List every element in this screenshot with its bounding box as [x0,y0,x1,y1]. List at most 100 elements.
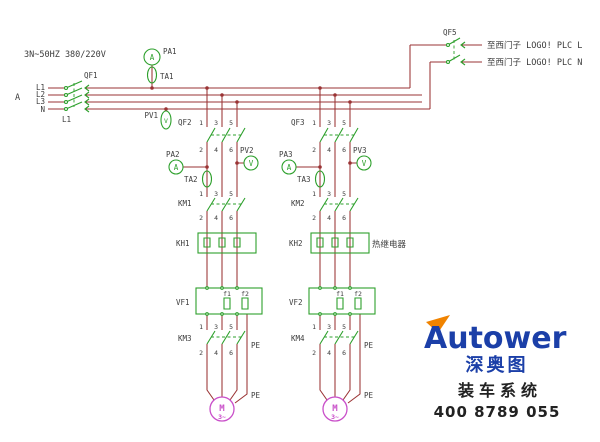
terminal-number: 6 [342,349,346,357]
plc-line-l-label: 至西门子 LOGO! PLC L [487,40,582,51]
ammeter-pa2-symbol [168,159,184,175]
terminal-number: 2 [312,146,316,154]
terminal-number: 2 [312,214,316,222]
pv2-symbol-letter: V [249,159,254,168]
terminal-number: 2 [199,349,203,357]
bus-mark-label: A [15,93,20,103]
phase-label-l3: L3 [36,97,45,106]
terminal-number: 1 [199,190,203,198]
terminal-number: 6 [342,214,346,222]
terminal-number: 4 [327,214,331,222]
terminal-number: 2 [199,214,203,222]
ct-ta2-symbol [201,170,213,188]
terminal-number: 5 [229,119,233,127]
labels: 3N~50HZ 380/220V A L1 L2 L3 N QF1 L1 PA1… [15,28,582,400]
ta3-label: TA3 [297,175,311,184]
terminal-number: 1 [312,190,316,198]
vf2-label: VF2 [289,298,303,307]
components [63,37,466,345]
motor-m1-symbol [209,396,235,422]
km3-label: KM3 [178,334,192,343]
qf1-label: QF1 [84,71,98,80]
ammeter-pa3-symbol [281,159,297,175]
motor-m2-symbol [322,396,348,422]
terminal-number: 6 [229,146,233,154]
terminal-number: 3 [327,190,331,198]
terminal-number: 5 [342,119,346,127]
terminal-number: 1 [199,323,203,331]
instrument-letters: A V A V A V [150,53,367,172]
logo-product: 装车系统 [457,381,542,400]
pa1-symbol-letter: A [150,53,155,62]
contactor-km2-symbol [319,197,359,212]
terminal-number: 2 [312,349,316,357]
pa3-label: PA3 [279,150,293,159]
pe2-motor-label: PE [364,391,374,400]
terminal-number: 5 [229,190,233,198]
qf5-contact [445,59,451,65]
voltmeter-pv2-symbol [243,155,259,171]
motor-m1-type: 3~ [218,413,226,421]
thermal-relay-note: 热继电器 [372,239,407,250]
terminal-number: 4 [327,146,331,154]
motor-m2-type: 3~ [331,413,339,421]
phase-label-l1: L1 [36,83,45,92]
ammeter-pa1-symbol [143,48,161,66]
breaker-qf1-symbol [65,80,90,113]
vf2-fuse2-label: f2 [354,290,362,298]
qf3-label: QF3 [291,118,305,127]
vf1-label: VF1 [176,298,190,307]
vf2-fuse1-label: f1 [336,290,344,298]
terminal-number: 6 [229,349,233,357]
kh2-label: KH2 [289,239,303,248]
vf2-fuses [336,297,362,310]
voltmeter-pv1-symbol [160,110,172,130]
ct-ta1-symbol [146,66,158,84]
terminal-number: 1 [312,323,316,331]
junction-dots [150,86,352,169]
wires [48,44,482,404]
pv3-symbol-letter: V [362,159,367,168]
phase-label-n: N [40,105,45,114]
contactor-km4-symbol [319,330,359,345]
branch2-phase-wires [319,88,351,401]
ct-ta3-symbol [314,170,326,188]
qf5-label: QF5 [443,28,457,37]
ta1-label: TA1 [160,72,174,81]
terminal-number: 2 [199,146,203,154]
terminal-number: 1 [199,119,203,127]
qf1-contact [63,99,69,105]
qf1-contact [63,92,69,98]
motor-m2-letter: M [332,404,338,414]
phase-label-l2: L2 [36,90,45,99]
bus-lines [48,44,482,110]
motors [209,396,348,422]
branch1-phase-wires [206,88,238,401]
supply-label: 3N~50HZ 380/220V [24,50,106,60]
terminal-number: 3 [327,119,331,127]
logo-accent-triangle [426,315,450,333]
motor-m1-letter: M [219,404,225,414]
terminal-number: 5 [342,323,346,331]
pa1-label: PA1 [163,47,177,56]
pe1-label: PE [251,341,261,350]
terminal-number: 3 [327,323,331,331]
plc-line-n-label: 至西门子 LOGO! PLC N [487,57,582,68]
logo-phone: 400 8789 055 [434,403,561,421]
vf1-fuse2-label: f2 [241,290,249,298]
contactor-km3-symbol [206,330,246,345]
pe2-label: PE [364,341,374,350]
terminal-number: 6 [229,214,233,222]
kh1-heaters [203,237,241,248]
contactor-km1-symbol [206,197,246,212]
logo-brand-cn: 深奥图 [466,354,529,376]
pa3-symbol-letter: A [287,163,292,172]
km2-label: KM2 [291,199,305,208]
terminal-number: 4 [327,349,331,357]
terminal-number: 5 [229,323,233,331]
thermal-relay-kh2-box [310,232,370,254]
qf1-contact [63,85,69,91]
qf1-contact [63,106,69,112]
vfd-terminals [205,286,352,316]
